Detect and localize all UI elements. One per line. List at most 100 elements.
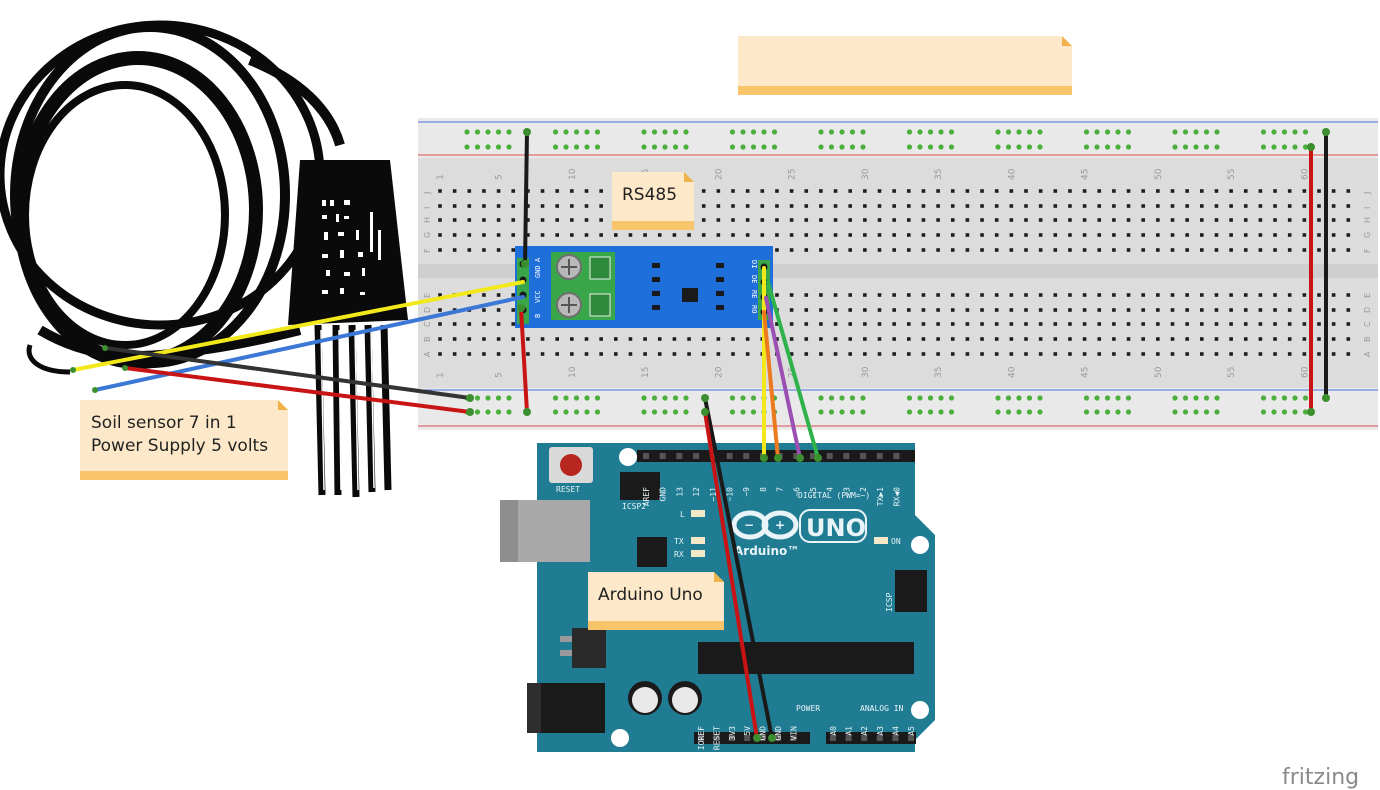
breadboard-hole	[848, 248, 852, 252]
header-pin-label: 12	[692, 487, 701, 497]
sensor-printed-marks	[322, 200, 381, 295]
breadboard-hole	[1258, 233, 1263, 237]
breadboard-hole	[555, 204, 559, 208]
rail-hole	[750, 395, 757, 401]
breadboard-hole	[599, 218, 603, 222]
led-l	[691, 510, 705, 517]
mount-hole	[911, 701, 929, 719]
led-rx-label: RX	[674, 550, 684, 559]
rail-hole	[860, 409, 866, 415]
rail-hole	[1016, 395, 1022, 401]
breadboard-hole	[511, 233, 516, 237]
breadboard-hole	[789, 293, 794, 297]
rail-hole	[729, 144, 736, 150]
breadboard-hole	[1156, 293, 1160, 297]
breadboard-hole	[1053, 293, 1058, 297]
rail-hole	[1271, 129, 1277, 135]
breadboard-hole	[1302, 308, 1307, 312]
breadboard-hole	[1112, 308, 1116, 312]
rail-hole	[594, 129, 601, 135]
breadboard-hole	[1156, 204, 1160, 208]
breadboard-hole	[1156, 248, 1160, 252]
wire-sensor-vcc	[123, 366, 472, 414]
breadboard-hole	[1317, 322, 1321, 326]
rail-hole	[1292, 409, 1298, 415]
rail-hole	[1260, 395, 1267, 401]
breadboard-hole	[863, 293, 867, 297]
rail-hole	[1115, 409, 1121, 415]
breadboard-hole	[1302, 352, 1307, 356]
breadboard-hole	[775, 189, 779, 193]
rail-hole	[1016, 129, 1022, 135]
breadboard-hole	[833, 337, 838, 341]
breadboard-hole	[833, 308, 838, 312]
breadboard-hole	[467, 248, 472, 252]
breadboard-hole	[775, 337, 779, 341]
rail-hole	[938, 409, 944, 415]
header-pin	[698, 735, 704, 741]
rail-hole	[839, 395, 845, 401]
breadboard-hole	[1287, 337, 1292, 341]
reset-button[interactable]	[549, 447, 593, 483]
rail-hole	[740, 409, 746, 415]
breadboard-hole	[1302, 322, 1307, 326]
breadboard-hole	[1200, 189, 1204, 193]
breadboard-hole	[950, 308, 955, 312]
rail-hole	[818, 395, 824, 401]
breadboard-hole	[452, 189, 457, 193]
breadboard-hole	[555, 218, 559, 222]
breadboard-hole	[1302, 218, 1307, 222]
breadboard-hole	[1243, 322, 1248, 326]
rs485-note-text: RS485	[622, 185, 677, 205]
breadboard-hole	[1126, 352, 1131, 356]
breadboard-hole	[833, 189, 838, 193]
rail-hole	[729, 129, 736, 135]
breadboard-hole	[936, 233, 940, 237]
breadboard-hole	[1200, 204, 1204, 208]
breadboard-hole	[511, 218, 516, 222]
breadboard-hole	[1258, 204, 1263, 208]
breadboard-hole	[701, 337, 706, 341]
breadboard-hole	[804, 293, 809, 297]
breadboard-hole	[907, 293, 911, 297]
breadboard-hole	[907, 189, 911, 193]
module-pin-label: B	[534, 314, 542, 318]
breadboard-hole	[1214, 352, 1219, 356]
rail-hole	[573, 395, 580, 401]
rail-hole	[594, 395, 601, 401]
breadboard-hole	[701, 204, 706, 208]
breadboard-hole	[789, 337, 794, 341]
breadboard-hole	[760, 233, 765, 237]
breadboard-hole	[614, 352, 618, 356]
rail-hole	[594, 409, 601, 415]
breadboard-hole	[1156, 308, 1160, 312]
rail-hole	[828, 409, 835, 415]
wire-arduino-5v	[703, 410, 759, 740]
breadboard-hole	[482, 189, 486, 193]
logo-plus: +	[775, 518, 785, 532]
breadboard-hole	[1302, 204, 1307, 208]
breadboard-hole	[1317, 308, 1321, 312]
header-pin	[676, 453, 683, 459]
breadboard-hole	[482, 233, 486, 237]
rail-hole	[938, 144, 944, 150]
header-pin-label: RESET	[712, 726, 721, 750]
breadboard-hole	[1068, 248, 1072, 252]
column-label: 10	[568, 168, 578, 180]
breadboard-hole	[599, 352, 603, 356]
breadboard-hole	[467, 293, 472, 297]
breadboard-hole	[863, 218, 867, 222]
header-pin	[659, 453, 666, 459]
sensor-probes	[314, 324, 392, 498]
breadboard-hole	[907, 218, 911, 222]
breadboard-hole	[1346, 352, 1351, 356]
breadboard-hole	[1009, 352, 1014, 356]
breadboard-hole	[980, 233, 984, 237]
breadboard-hole	[1009, 248, 1014, 252]
rail-hole	[750, 409, 757, 415]
column-label: 35	[934, 169, 944, 180]
header-pin-label: A3	[876, 726, 885, 736]
rail-hole	[1104, 409, 1111, 415]
breadboard-hole	[614, 337, 618, 341]
breadboard-hole	[936, 322, 940, 326]
